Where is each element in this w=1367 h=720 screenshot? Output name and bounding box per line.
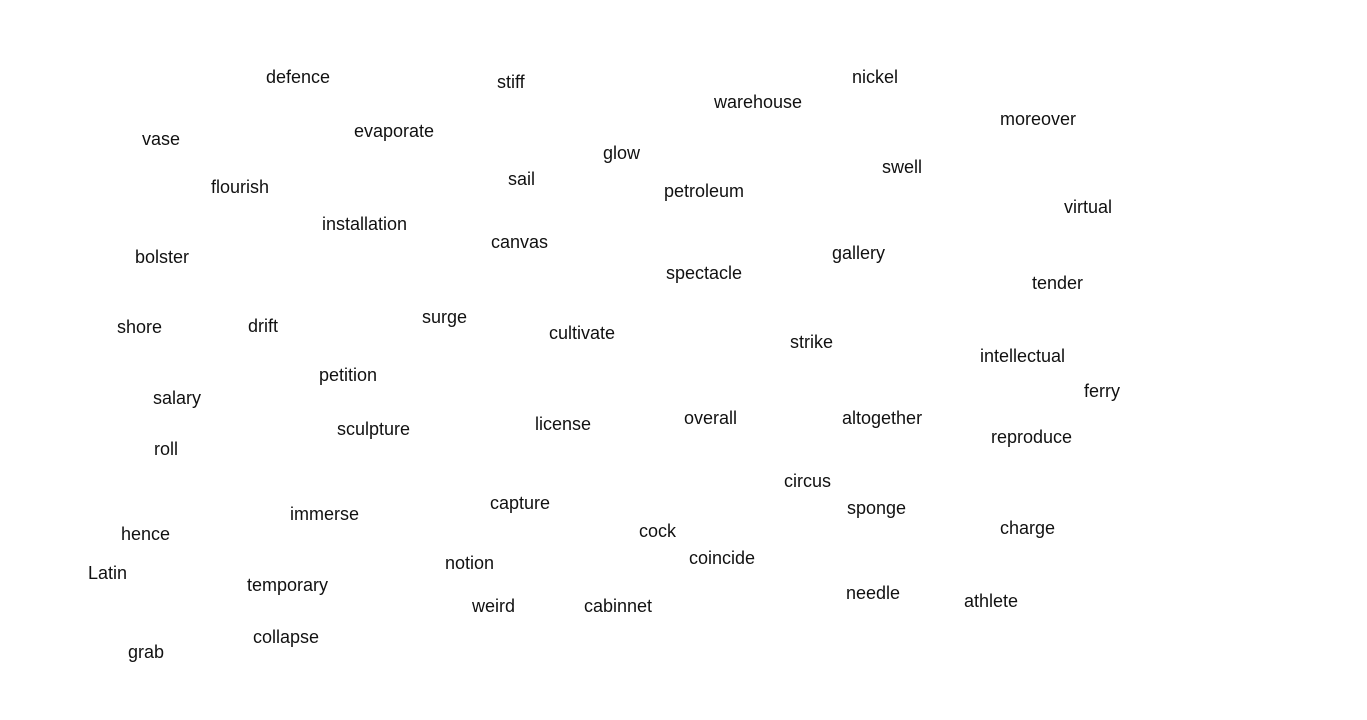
word-strike[interactable]: strike: [790, 332, 834, 352]
word-evaporate[interactable]: evaporate: [354, 121, 435, 141]
word-salary[interactable]: salary: [153, 388, 202, 408]
word-latin[interactable]: Latin: [88, 563, 128, 583]
word-bolster[interactable]: bolster: [135, 247, 190, 267]
word-ferry[interactable]: ferry: [1084, 381, 1120, 401]
word-flourish[interactable]: flourish: [211, 177, 270, 197]
word-intellectual[interactable]: intellectual: [980, 346, 1066, 366]
word-weird[interactable]: weird: [472, 596, 516, 616]
word-petition[interactable]: petition: [319, 365, 378, 385]
word-virtual[interactable]: virtual: [1064, 197, 1113, 217]
word-grab[interactable]: grab: [128, 642, 165, 662]
word-collapse[interactable]: collapse: [253, 627, 320, 647]
word-gallery[interactable]: gallery: [832, 243, 886, 263]
word-vase[interactable]: vase: [142, 129, 181, 149]
word-warehouse[interactable]: warehouse: [714, 92, 803, 112]
word-immerse[interactable]: immerse: [290, 504, 360, 524]
word-tender[interactable]: tender: [1032, 273, 1084, 293]
word-coincide[interactable]: coincide: [689, 548, 756, 568]
word-overall[interactable]: overall: [684, 408, 738, 428]
word-sculpture[interactable]: sculpture: [337, 419, 411, 439]
word-nickel[interactable]: nickel: [852, 67, 899, 87]
word-capture[interactable]: capture: [490, 493, 551, 513]
word-sponge[interactable]: sponge: [847, 498, 907, 518]
word-cultivate[interactable]: cultivate: [549, 323, 616, 343]
word-surge[interactable]: surge: [422, 307, 468, 327]
word-moreover[interactable]: moreover: [1000, 109, 1077, 129]
word-defence[interactable]: defence: [266, 67, 331, 87]
word-needle[interactable]: needle: [846, 583, 901, 603]
word-spectacle[interactable]: spectacle: [666, 263, 743, 283]
word-installation[interactable]: installation: [322, 214, 408, 234]
word-hence[interactable]: hence: [121, 524, 171, 544]
word-notion[interactable]: notion: [445, 553, 495, 573]
word-cock[interactable]: cock: [639, 521, 677, 541]
word-license[interactable]: license: [535, 414, 592, 434]
word-circus[interactable]: circus: [784, 471, 832, 491]
word-altogether[interactable]: altogether: [842, 408, 923, 428]
word-drift[interactable]: drift: [248, 316, 279, 336]
word-reproduce[interactable]: reproduce: [991, 427, 1073, 447]
word-canvas[interactable]: canvas: [491, 232, 549, 252]
word-shore[interactable]: shore: [117, 317, 163, 337]
word-petroleum[interactable]: petroleum: [664, 181, 745, 201]
word-charge[interactable]: charge: [1000, 518, 1056, 538]
word-swell[interactable]: swell: [882, 157, 923, 177]
word-athlete[interactable]: athlete: [964, 591, 1019, 611]
word-stiff[interactable]: stiff: [497, 72, 525, 92]
word-sail[interactable]: sail: [508, 169, 536, 189]
word-glow[interactable]: glow: [603, 143, 641, 163]
word-temporary[interactable]: temporary: [247, 575, 329, 595]
word-roll[interactable]: roll: [154, 439, 179, 459]
word-cabinnet[interactable]: cabinnet: [584, 596, 653, 616]
